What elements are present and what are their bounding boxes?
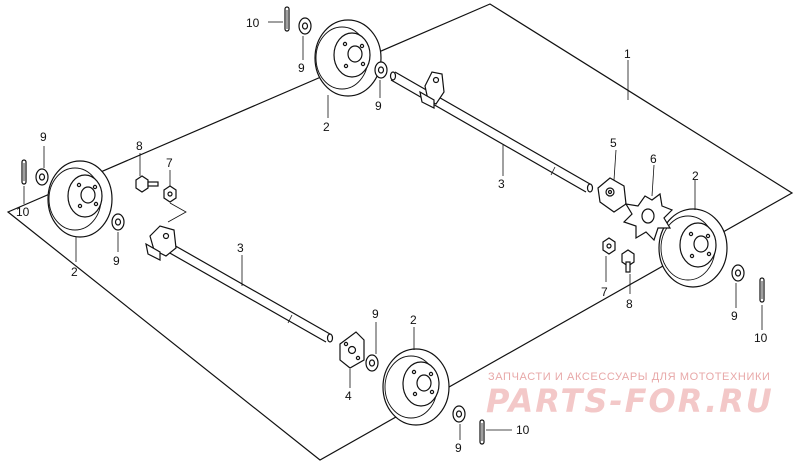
axle-shaft-rear <box>389 71 594 193</box>
callout-1: 1 <box>624 47 631 61</box>
axle-shaft-front <box>160 239 334 343</box>
callout-4: 4 <box>345 389 352 403</box>
callout-2-top: 2 <box>323 120 330 134</box>
callout-9-left-outer: 9 <box>40 130 47 144</box>
watermark-tagline: ЗАПЧАСТИ И АКСЕССУАРЫ ДЛЯ МОТОТЕХНИКИ <box>488 371 771 383</box>
callout-7-left: 7 <box>166 156 173 170</box>
bolt-8-left <box>135 175 159 193</box>
bolt-8-right <box>621 249 635 273</box>
callout-8-left: 8 <box>136 139 143 153</box>
callout-6: 6 <box>650 152 657 166</box>
drive-plate-5 <box>597 177 627 213</box>
callout-10-right: 10 <box>754 331 768 345</box>
callout-9-bottom-right: 9 <box>455 441 462 455</box>
callout-9-top-left: 9 <box>298 61 305 75</box>
plate-4 <box>339 331 365 369</box>
callout-5: 5 <box>610 136 617 150</box>
callout-labels: 1 10 9 2 9 3 5 6 2 7 8 9 10 9 10 2 9 8 7… <box>16 16 768 455</box>
callout-2-right: 2 <box>692 169 699 183</box>
callout-2-left: 2 <box>71 265 78 279</box>
callout-8-right: 8 <box>626 297 633 311</box>
wheel-front-left <box>47 160 113 238</box>
callout-10-bottom: 10 <box>516 423 530 437</box>
leader-lines <box>23 21 763 440</box>
callout-10-left: 10 <box>16 205 30 219</box>
wheel-rear-right <box>658 208 728 288</box>
sprocket-6 <box>622 192 674 242</box>
callout-9-top-right: 9 <box>375 99 382 113</box>
watermark-logo: PARTS-FOR.RU <box>486 382 774 420</box>
callout-9-right: 9 <box>731 309 738 323</box>
callout-9-bottom-left: 9 <box>372 307 379 321</box>
callout-10-top: 10 <box>246 16 260 30</box>
wheel-front-bottom <box>382 348 450 426</box>
front-axle-assembly <box>21 159 485 445</box>
shaft-bracket-front <box>145 225 177 261</box>
callout-9-left-inner: 9 <box>113 254 120 268</box>
callout-3-rear: 3 <box>498 177 505 191</box>
callout-3-front: 3 <box>237 241 244 255</box>
callout-7-right: 7 <box>601 285 608 299</box>
wheel-rear-top <box>314 19 382 97</box>
shaft-bracket-rear <box>419 71 445 109</box>
callout-2-bottom: 2 <box>410 313 417 327</box>
rear-axle-assembly <box>284 6 765 303</box>
